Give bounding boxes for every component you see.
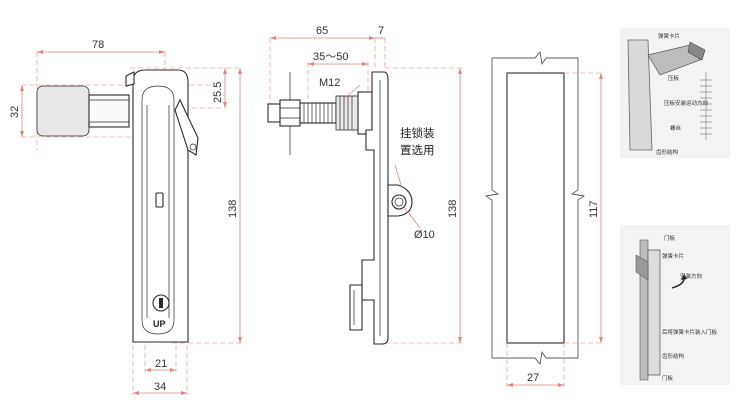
photo-top-label-2: 压板安装运动方向 (664, 99, 708, 107)
arrow (170, 368, 176, 372)
hole-label: Ø10 (414, 229, 435, 241)
install-photo-bottom: 门板 弹簧卡片 安装方向 后将弹簧卡片装入门板 齿形结构 门板 (620, 225, 730, 385)
arrow (181, 391, 187, 395)
photo-lock-body (627, 39, 653, 151)
nut (279, 99, 301, 127)
arrow (362, 62, 368, 66)
padlock-hole-inner (394, 197, 404, 207)
arrow (458, 337, 462, 343)
cutout-view: 117 27 (485, 51, 604, 387)
arrow (558, 383, 564, 387)
photo-top-label-3: 螺丝 (670, 124, 682, 132)
photo-top-label-0: 弹簧卡片 (658, 32, 680, 40)
leader-note (394, 164, 403, 189)
padlock-note-line2: 置选用 (400, 144, 435, 157)
lever-pin (189, 143, 197, 151)
dim-7: 7 (378, 25, 384, 37)
dim-32: 32 (9, 106, 21, 118)
photo-bot-label-4: 齿形结构 (662, 352, 685, 360)
up-label: UP (153, 319, 166, 329)
bushing-threads (339, 96, 353, 130)
side-lever (174, 98, 199, 156)
thread-lines (303, 103, 333, 123)
photo-top-label-4: 齿形结构 (656, 148, 679, 156)
keyhole (159, 298, 163, 308)
arrow (369, 36, 375, 40)
dim-27: 27 (527, 372, 539, 384)
photo-spring-clip (647, 44, 701, 76)
flange (357, 91, 373, 135)
arrow (599, 337, 603, 343)
photo-bot-label-2: 安装方向 (680, 272, 702, 280)
dim-78: 78 (92, 39, 104, 51)
dim-25-5: 25.5 (212, 82, 224, 103)
arrow (238, 68, 242, 74)
arrow (270, 36, 276, 40)
leader-hole (403, 206, 421, 229)
threaded-rod (299, 102, 337, 124)
dim-65: 65 (316, 25, 328, 37)
slot (155, 192, 164, 208)
arrow (20, 131, 24, 137)
photo-top-label-1: 压板 (668, 74, 680, 82)
arrow (37, 50, 43, 54)
install-photo-top: 弹簧卡片 压板 压板安装运动方向 螺丝 齿形结构 (620, 28, 730, 158)
padlock-hole (391, 194, 407, 210)
photo-bot-label-3: 后将弹簧卡片装入门板 (662, 328, 718, 336)
dim-138-side: 138 (447, 200, 459, 218)
end-nut (267, 103, 281, 123)
arrow (145, 368, 151, 372)
cutout (506, 72, 565, 344)
side-view: 65 7 35～50 M12 挂锁装 置选用 Ø10 138 (267, 25, 462, 345)
door-panel (485, 51, 585, 365)
handle-grip (36, 85, 90, 137)
leader-thread (344, 84, 361, 99)
dim-117: 117 (588, 200, 600, 218)
photo-bot-label-5: 门板 (662, 374, 674, 382)
dim-35-50: 35～50 (313, 51, 348, 63)
side-body (361, 71, 389, 345)
photo-lock-side (647, 249, 661, 376)
side-bracket (349, 284, 363, 331)
dim-34: 34 (154, 381, 166, 393)
dim-138: 138 (227, 200, 239, 218)
top-catch (125, 71, 135, 87)
photo-bot-label-0: 门板 (664, 234, 676, 242)
arrow (507, 383, 513, 387)
body-recess (141, 85, 175, 335)
bushing (335, 95, 359, 131)
arrow (458, 68, 462, 74)
photo-screw (687, 41, 706, 61)
photo-clip (635, 254, 649, 281)
arrow (238, 337, 242, 343)
arrow (223, 102, 227, 108)
arrow (599, 73, 603, 79)
padlock-note-line1: 挂锁装 (400, 126, 435, 140)
thread-label: M12 (319, 77, 340, 89)
photo-bg (620, 225, 730, 385)
arrow (223, 68, 227, 74)
dim-21: 21 (155, 358, 167, 370)
arrow (20, 85, 24, 91)
install-arrow-head (681, 274, 687, 280)
arrow (308, 62, 314, 66)
front-view: UP 78 32 25.5 138 21 34 (9, 39, 242, 395)
arrow (159, 50, 165, 54)
arrow (133, 391, 139, 395)
photo-bot-label-1: 弹簧卡片 (662, 252, 684, 260)
